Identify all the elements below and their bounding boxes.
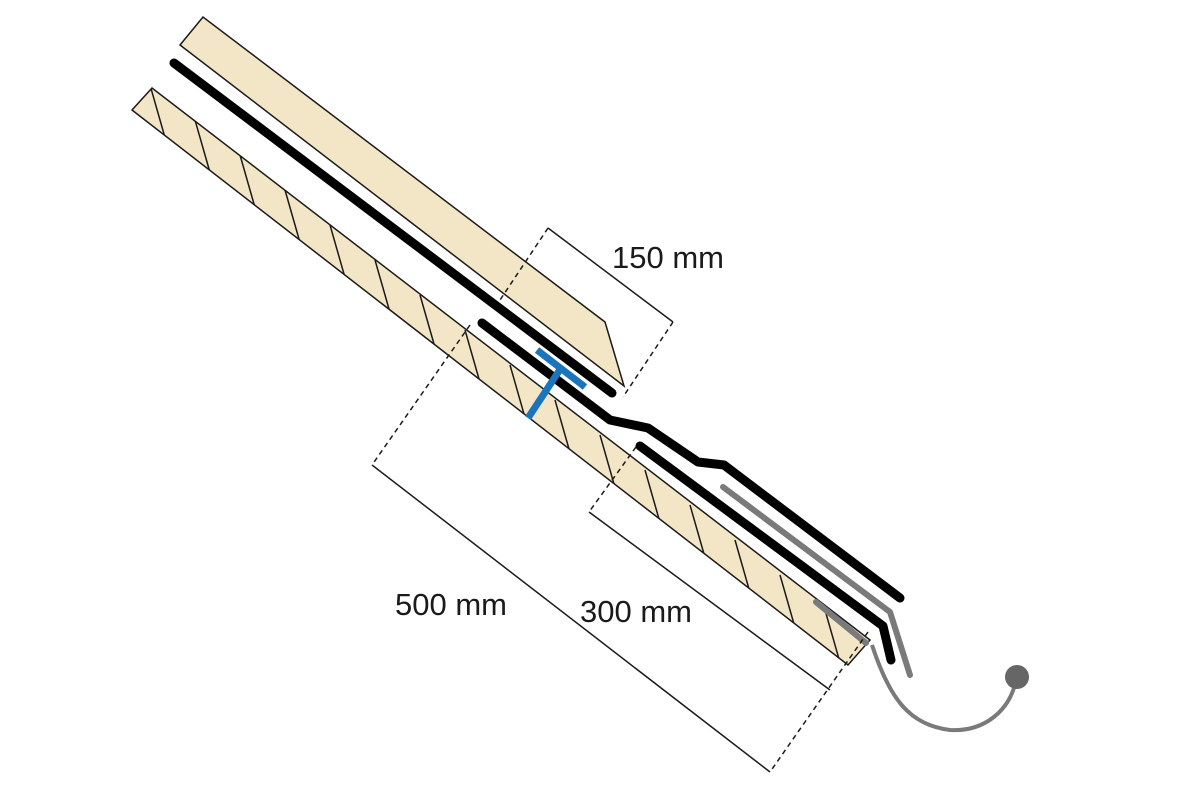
eave-drip-membrane — [635, 441, 896, 665]
fastener-t — [525, 347, 588, 420]
dimension-150mm — [497, 227, 674, 398]
upper-membrane — [169, 58, 617, 398]
gutter-bead — [1005, 665, 1029, 689]
dimension-300mm-label: 300 mm — [580, 594, 692, 629]
dimension-500mm — [371, 324, 869, 773]
dimension-150mm-label: 150 mm — [612, 240, 724, 275]
lower-membrane — [477, 318, 905, 603]
gutter-profile — [870, 644, 1018, 733]
gutter-flashing — [720, 484, 913, 678]
dimension-300mm — [588, 446, 831, 691]
gutter-flashing-lower — [813, 599, 869, 646]
upper-board — [178, 15, 626, 389]
dimension-500mm-label: 500 mm — [395, 587, 507, 622]
